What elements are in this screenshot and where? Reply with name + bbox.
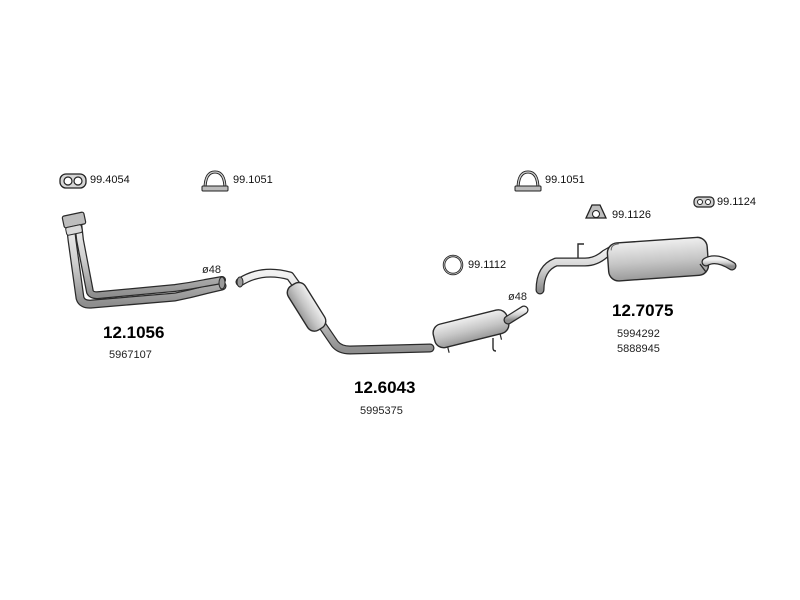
oem-code-5994292: 5994292 [617,328,660,340]
ring-icon-99-1112[interactable] [442,254,464,276]
part-number-12-7075: 12.7075 [612,301,674,320]
oem-code-5995375: 5995375 [360,405,403,417]
label-99-1112: 99.1112 [468,259,507,271]
gasket-icon-99-4054[interactable] [59,173,87,189]
label-99-1051-right: 99.1051 [545,174,585,186]
hanger-icon-99-1124[interactable] [693,196,715,208]
part-number-12-6043: 12.6043 [354,378,416,397]
label-99-1126: 99.1126 [612,209,651,221]
clamp-icon-99-1051-right[interactable] [514,170,542,192]
diameter-label-middle: ø48 [508,291,527,303]
diameter-label-front: ø48 [202,264,221,276]
label-99-4054: 99.4054 [90,174,130,186]
part-number-12-1056: 12.1056 [103,323,165,342]
rear-section-12-7075[interactable] [535,236,737,295]
oem-code-5967107: 5967107 [109,349,152,361]
oem-code-5888945: 5888945 [617,343,660,355]
label-99-1124: 99.1124 [717,196,756,208]
front-pipe-12-1056[interactable] [61,211,227,309]
label-99-1051-left: 99.1051 [233,174,273,186]
clamp-icon-99-1051-left[interactable] [201,170,229,192]
rubber-mount-icon-99-1126[interactable] [584,204,608,219]
middle-section-12-6043[interactable] [235,268,529,355]
